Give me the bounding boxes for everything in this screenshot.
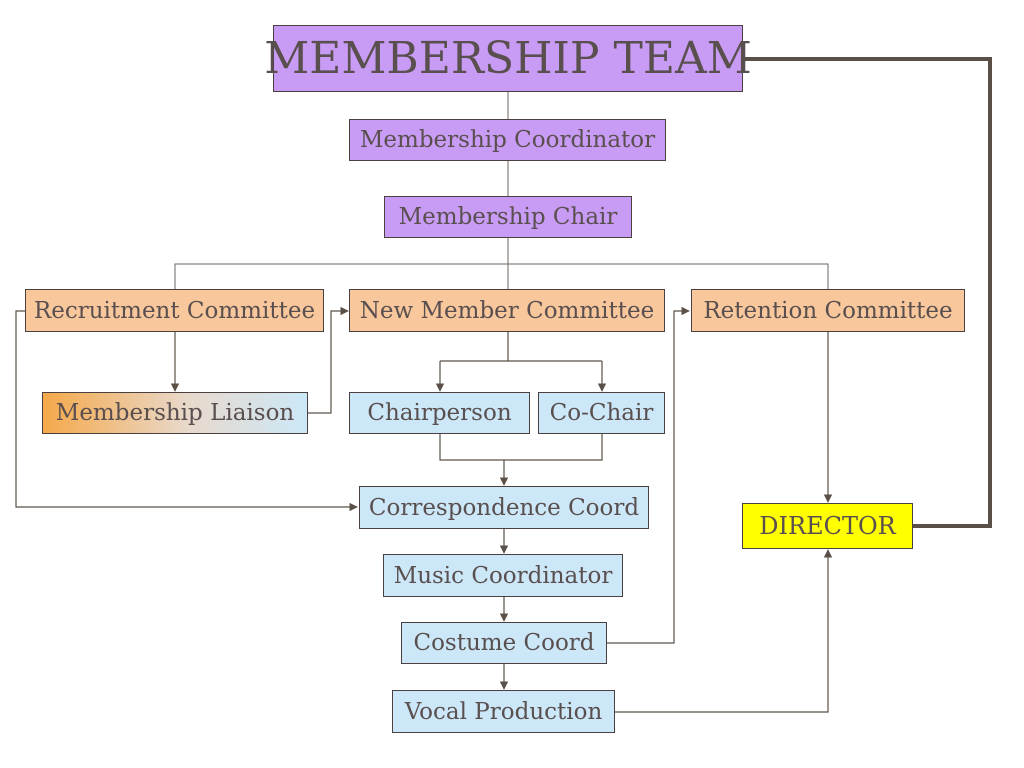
arrow-recruitment-correspondence [15, 310, 358, 512]
co-chair-box: Co-Chair [538, 392, 665, 434]
vocal-production-box: Vocal Production [392, 690, 615, 733]
line-committee-bus [174, 263, 829, 289]
arrow-vocal-director [615, 549, 833, 713]
membership-chair-box: Membership Chair [384, 196, 632, 238]
membership-liaison-box: Membership Liaison [42, 392, 308, 434]
arrow-liaison-newmember [308, 306, 349, 414]
new-member-committee-box: New Member Committee [349, 289, 665, 332]
arrow-costume-retention [607, 306, 690, 644]
music-coordinator-box: Music Coordinator [383, 554, 623, 597]
line-director-team [743, 57, 992, 528]
costume-coord-box: Costume Coord [401, 622, 607, 664]
chairperson-box: Chairperson [349, 392, 530, 434]
director-box: DIRECTOR [742, 503, 913, 549]
correspondence-coord-box: Correspondence Coord [359, 486, 649, 529]
retention-committee-box: Retention Committee [691, 289, 965, 332]
membership-coordinator-box: Membership Coordinator [349, 119, 666, 161]
recruitment-committee-box: Recruitment Committee [25, 289, 324, 332]
membership-team-box: MEMBERSHIP TEAM [264, 25, 752, 92]
line-merge [439, 434, 603, 461]
